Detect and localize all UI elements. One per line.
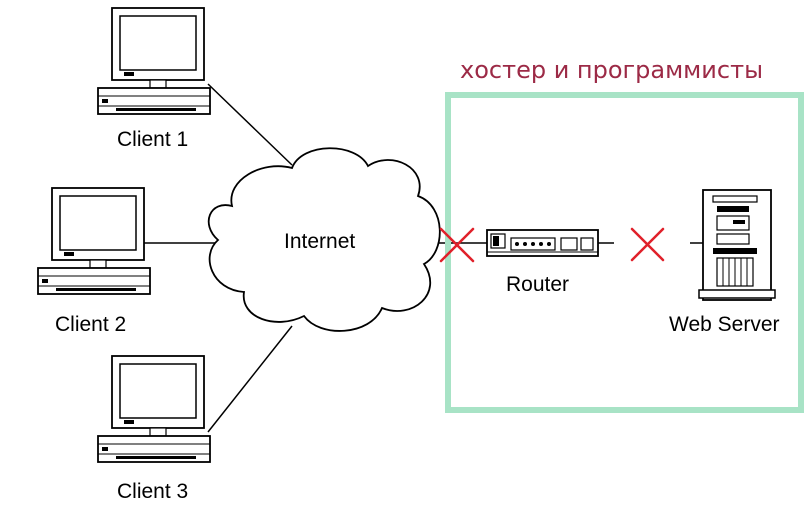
cross-mark-icon-internet-router [439,227,475,263]
client2-computer-icon [37,187,151,295]
client1-computer-icon [97,7,211,115]
link-client3-internet [207,325,293,433]
connections [140,83,705,433]
server-tower-icon [698,189,776,301]
web-server-label: Web Server [669,313,780,336]
hoster-zone-title: хостер и программисты [460,56,764,84]
client3-computer-icon [97,355,211,463]
router-icon [486,229,599,257]
internet-label: Internet [284,230,356,253]
cross-mark-icon-router-server [630,227,665,262]
client2-label: Client 2 [55,313,127,336]
router-label: Router [506,273,570,296]
client3-label: Client 3 [117,480,189,503]
client1-label: Client 1 [117,128,189,151]
cloud-icon [207,147,441,332]
link-client1-internet [207,83,293,166]
